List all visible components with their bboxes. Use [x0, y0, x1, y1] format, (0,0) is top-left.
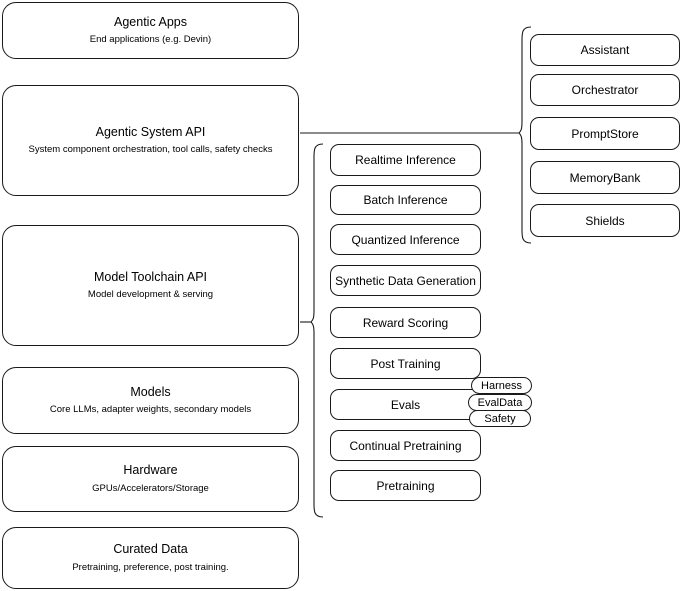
component-label: Orchestrator — [571, 83, 639, 97]
brace-toolchain-components — [310, 143, 324, 518]
layer-subtitle: Pretraining, preference, post training. — [72, 561, 229, 573]
component-reward-scoring[interactable]: Reward Scoring — [330, 307, 481, 338]
layer-models[interactable]: Models Core LLMs, adapter weights, secon… — [2, 367, 299, 434]
layer-subtitle: Core LLMs, adapter weights, secondary mo… — [49, 404, 252, 416]
component-continual-pretraining[interactable]: Continual Pretraining — [330, 430, 481, 461]
component-label: Pretraining — [376, 478, 435, 493]
evals-pill-safety[interactable]: Safety — [469, 410, 531, 427]
component-batch-inference[interactable]: Batch Inference — [330, 185, 481, 215]
evals-pill-label: Harness — [481, 379, 522, 392]
component-label: Continual Pretraining — [349, 438, 462, 453]
layer-hardware[interactable]: Hardware GPUs/Accelerators/Storage — [2, 446, 299, 512]
layer-title: Models — [130, 384, 171, 399]
component-pretraining[interactable]: Pretraining — [330, 470, 481, 501]
component-post-training[interactable]: Post Training — [330, 348, 481, 379]
layer-curated-data[interactable]: Curated Data Pretraining, preference, po… — [2, 527, 299, 589]
evals-pill-label: EvalData — [477, 396, 523, 409]
layer-subtitle: GPUs/Accelerators/Storage — [92, 482, 209, 494]
component-assistant[interactable]: Assistant — [530, 34, 680, 66]
layer-title: Curated Data — [113, 542, 188, 557]
layer-subtitle: System component orchestration, tool cal… — [28, 144, 273, 156]
evals-pill-label: Safety — [484, 412, 516, 425]
component-realtime-inference[interactable]: Realtime Inference — [330, 144, 481, 176]
component-label: Assistant — [580, 43, 630, 57]
component-synthetic-data-generation[interactable]: Synthetic Data Generation — [330, 265, 481, 296]
component-label: MemoryBank — [569, 170, 641, 185]
component-label: Reward Scoring — [362, 315, 449, 330]
component-label: Post Training — [370, 356, 441, 371]
layer-title: Hardware — [123, 463, 178, 478]
layer-agentic-apps[interactable]: Agentic Apps End applications (e.g. Devi… — [2, 2, 299, 59]
component-memorybank[interactable]: MemoryBank — [530, 161, 680, 194]
component-label: Realtime Inference — [355, 153, 456, 167]
layer-title: Agentic System API — [95, 124, 206, 139]
layer-subtitle: Model development & serving — [87, 289, 214, 301]
component-evals[interactable]: Evals — [330, 389, 481, 420]
component-quantized-inference[interactable]: Quantized Inference — [330, 224, 481, 255]
component-orchestrator[interactable]: Orchestrator — [530, 74, 680, 106]
component-label: PromptStore — [571, 126, 639, 141]
evals-pill-harness[interactable]: Harness — [471, 377, 532, 394]
component-label: Batch Inference — [363, 193, 448, 207]
component-promptstore[interactable]: PromptStore — [530, 117, 680, 150]
layer-subtitle: End applications (e.g. Devin) — [89, 34, 212, 46]
layer-title: Agentic Apps — [114, 14, 187, 29]
layer-model-toolchain-api[interactable]: Model Toolchain API Model development & … — [2, 225, 299, 346]
evals-pill-evaldata[interactable]: EvalData — [468, 394, 532, 411]
layer-title: Model Toolchain API — [93, 269, 208, 284]
component-label: Evals — [390, 397, 421, 412]
layer-agentic-system-api[interactable]: Agentic System API System component orch… — [2, 85, 299, 196]
component-label: Shields — [585, 213, 625, 228]
component-label: Synthetic Data Generation — [335, 273, 476, 288]
component-label: Quantized Inference — [351, 232, 460, 247]
component-shields[interactable]: Shields — [530, 204, 680, 237]
